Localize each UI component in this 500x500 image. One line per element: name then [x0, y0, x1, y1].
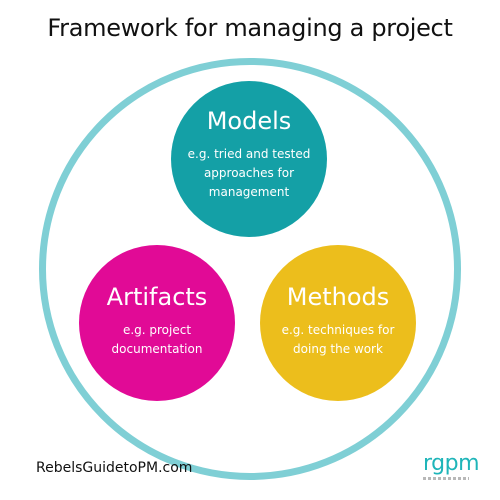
- models-heading: Models: [206, 107, 292, 135]
- methods-line: e.g. techniques for: [281, 323, 395, 337]
- models-circle: Models e.g. tried and tested approaches …: [171, 81, 327, 237]
- logo-tagline-mark: [423, 477, 469, 480]
- artifacts-line: documentation: [111, 342, 203, 356]
- methods-heading: Methods: [286, 283, 390, 311]
- rgpm-logo: rgpm: [423, 451, 480, 480]
- methods-circle: Methods e.g. techniques for doing the wo…: [260, 245, 416, 401]
- framework-outer-circle: [39, 58, 461, 480]
- diagram-title: Framework for managing a project: [47, 14, 453, 42]
- artifacts-heading: Artifacts: [106, 283, 208, 311]
- artifacts-circle: Artifacts e.g. project documentation: [79, 245, 235, 401]
- artifacts-description: e.g. project documentation: [112, 321, 203, 359]
- models-line: e.g. tried and tested: [187, 147, 311, 161]
- methods-description: e.g. techniques for doing the work: [282, 321, 395, 359]
- models-line: approaches for: [203, 166, 295, 180]
- website-url: RebelsGuidetoPM.com: [36, 460, 193, 476]
- models-description: e.g. tried and tested approaches for man…: [188, 145, 311, 202]
- models-line: management: [208, 185, 290, 199]
- artifacts-line: e.g. project: [122, 323, 192, 337]
- logo-text: rgpm: [423, 451, 480, 476]
- methods-line: doing the work: [293, 342, 383, 356]
